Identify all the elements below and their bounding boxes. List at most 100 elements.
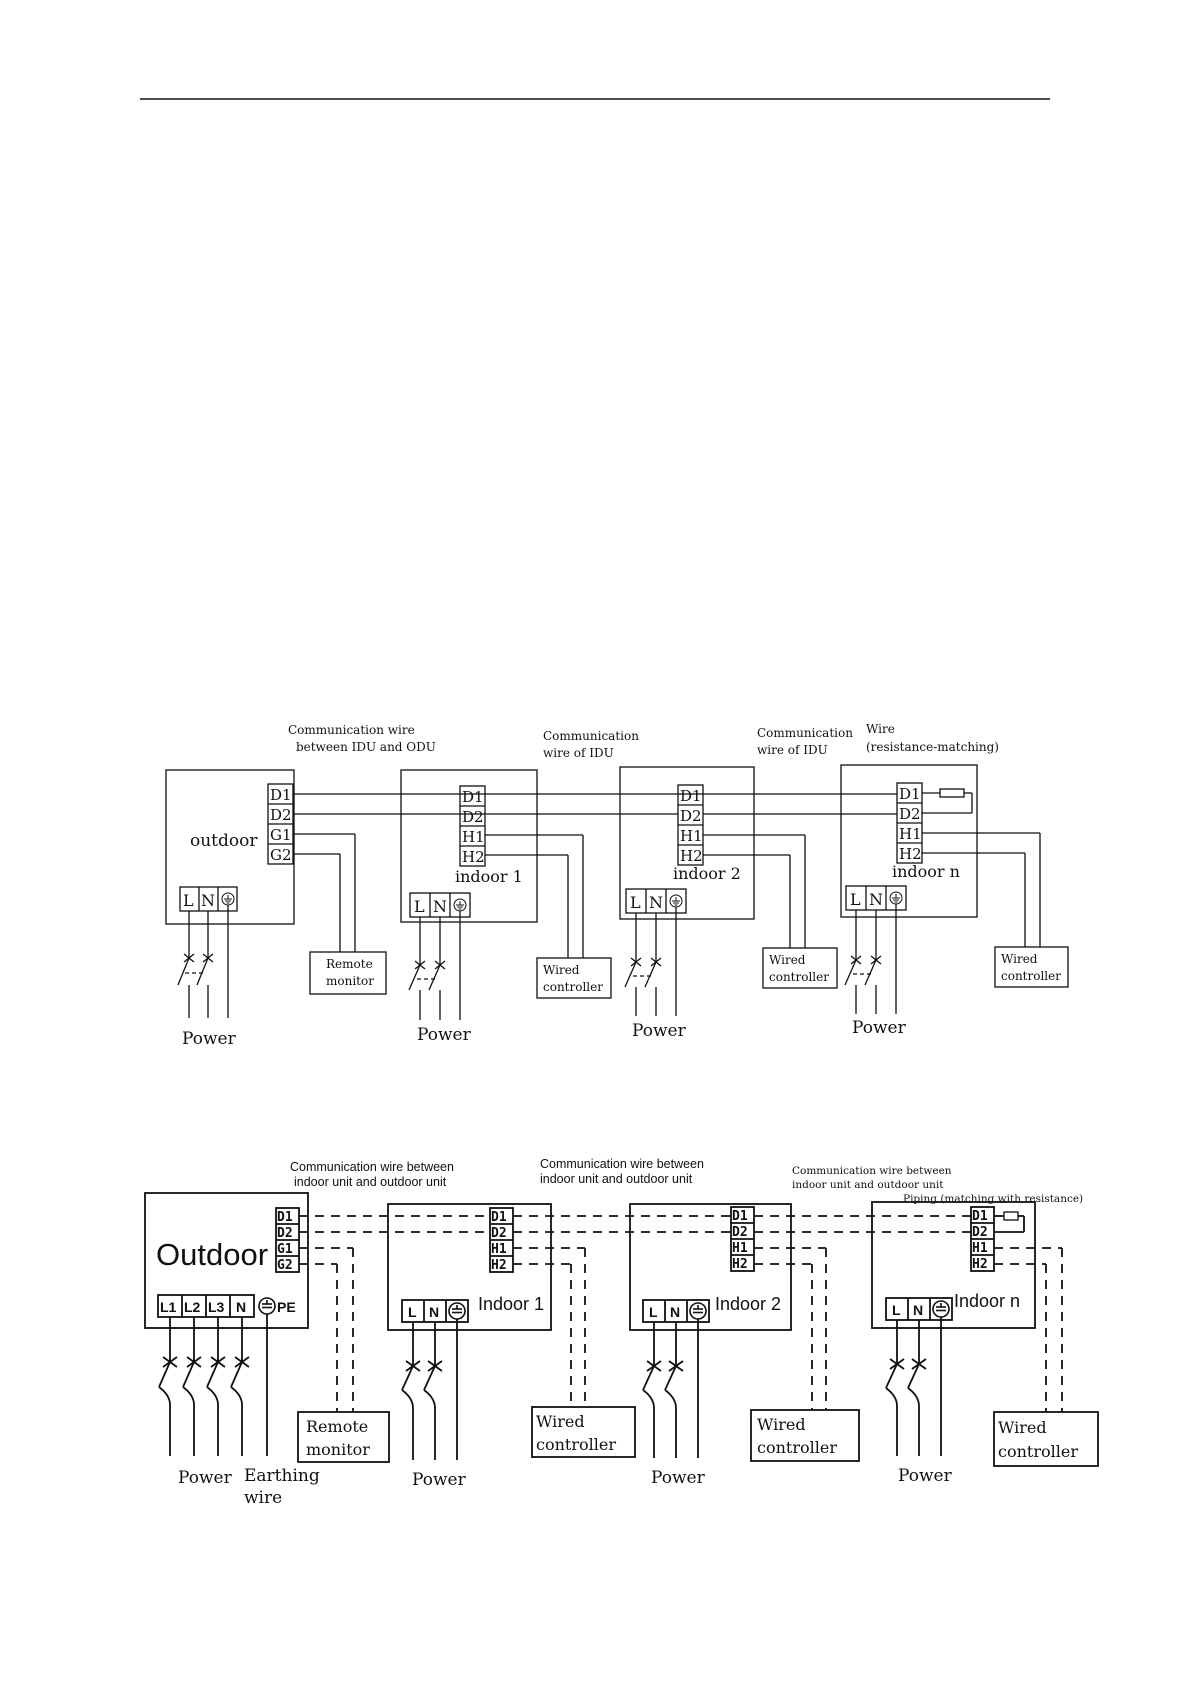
svg-text:L: L [850,890,861,909]
ground-icon [221,892,235,906]
label-comm-b-line1: Communication wire between [540,1157,704,1171]
ground-icon [669,894,683,908]
svg-text:H2: H2 [732,1257,748,1272]
diagram-2: Communication wire between indoor unit a… [144,1157,1099,1508]
diagram-1: Communication wire between IDU and ODU C… [165,722,1069,1049]
wired-controller-1-box: Wired controller [536,957,612,999]
indoor-2-power-switches [624,907,677,1016]
indoor-2-terminal-strip: D1 D2 H1 H2 [677,784,704,866]
svg-text:H1: H1 [680,827,703,845]
svg-text:controller: controller [998,1442,1078,1461]
ground-icon [448,1302,466,1320]
indoor-2-label: indoor 2 [673,864,741,883]
svg-text:H2: H2 [491,1258,507,1273]
remote-monitor-box: Remote monitor [309,951,387,995]
label-comm-idu-odu-line2: between IDU and ODU [296,740,436,754]
svg-text:H1: H1 [732,1241,748,1256]
indoor-n-power-terminals-2: L N [885,1297,953,1321]
power-label: Power [417,1025,472,1045]
svg-text:controller: controller [769,970,829,984]
outdoor-power-switches-2 [158,1314,268,1456]
svg-text:D1: D1 [680,787,702,805]
svg-text:H1: H1 [491,1242,507,1257]
svg-text:H1: H1 [462,828,485,846]
power-label: Power [412,1470,467,1490]
wired-controller-2-box: Wired controller [762,947,838,989]
svg-text:controller: controller [543,980,603,994]
matching-resistor [922,788,973,814]
svg-text:PE: PE [277,1299,296,1315]
wired-controller-n-box-2: Wired controller [993,1411,1099,1467]
label-comm-c-line2: indoor unit and outdoor unit [792,1179,944,1191]
svg-text:Wired: Wired [769,953,806,967]
ground-icon [453,898,467,912]
outdoor-label-2: Outdoor [156,1237,268,1272]
indoor-2-power-terminals: L N [625,888,687,914]
indoor-2-power-terminals-2: L N [642,1299,710,1323]
svg-text:D1: D1 [462,788,484,806]
indoor-1-label: indoor 1 [455,867,523,886]
svg-text:D2: D2 [491,1226,507,1241]
outdoor-power-switches [177,905,229,1018]
svg-text:L: L [183,891,194,910]
svg-text:N: N [236,1299,246,1315]
svg-text:H2: H2 [680,847,703,865]
svg-text:Wired: Wired [757,1415,806,1434]
label-wire-line1: Wire [866,722,895,736]
matching-resistor-2 [994,1211,1025,1233]
svg-text:N: N [201,891,215,910]
label-wire-line2: (resistance-matching) [866,740,999,754]
label-comm-idu-a-line1: Communication [543,729,639,743]
svg-text:D2: D2 [899,805,921,823]
indoor-n-power-switches [844,904,897,1014]
ground-icon [689,1302,707,1320]
label-piping: Piping (matching with resistance) [903,1193,1083,1205]
outdoor-power-terminals-2: L1 L2 L3 N PE [157,1294,296,1318]
power-label: Power [632,1021,687,1041]
svg-text:L3: L3 [208,1299,225,1315]
label-comm-idu-b-line1: Communication [757,726,853,740]
wired-controller-2-box-2: Wired controller [750,1409,860,1462]
indoor-1-power-switches [408,911,461,1020]
svg-text:L: L [649,1304,658,1320]
svg-text:controller: controller [536,1435,616,1454]
label-comm-idu-a-line2: wire of IDU [543,746,614,760]
indoor-n-label: indoor n [892,862,960,881]
ground-icon [889,891,903,905]
label-comm-idu-b-line2: wire of IDU [757,743,828,757]
svg-text:Wired: Wired [536,1412,585,1431]
svg-text:N: N [429,1304,439,1320]
wired-controller-n-box: Wired controller [994,946,1069,988]
label-comm-b-line2: indoor unit and outdoor unit [540,1172,693,1186]
svg-text:D2: D2 [732,1225,748,1240]
svg-text:D1: D1 [732,1209,748,1224]
indoor-n-power-switches-2 [885,1317,942,1456]
indoor-1-power-terminals: L N [409,892,471,918]
svg-text:D1: D1 [277,1210,293,1225]
power-label: Power [898,1466,953,1486]
svg-text:D2: D2 [462,808,484,826]
svg-text:controller: controller [757,1438,837,1457]
svg-text:Wired: Wired [1001,952,1038,966]
outdoor-unit-box [165,769,295,925]
svg-text:G1: G1 [270,826,292,844]
label-comm-a-line2: indoor unit and outdoor unit [294,1175,447,1189]
svg-text:D1: D1 [491,1210,507,1225]
ground-icon [932,1300,950,1318]
power-label: Power [852,1018,907,1038]
indoor-1-box [400,769,538,923]
power-label: Power [651,1468,706,1488]
power-label: Power [178,1468,233,1488]
svg-text:H1: H1 [899,825,922,843]
svg-text:N: N [649,893,663,912]
svg-text:D2: D2 [972,1225,988,1240]
outdoor-power-terminals: L N [179,886,238,912]
indoor-2-box [619,766,755,920]
svg-text:H1: H1 [972,1241,988,1256]
remote-monitor-box-2: Remote monitor [297,1411,390,1463]
earthing-wire-label-line1: Earthing [244,1466,320,1486]
outdoor-terminal-strip-2: D1 D2 G1 G2 [275,1207,300,1273]
outdoor-unit-box-2 [144,1192,309,1329]
label-comm-c-line1: Communication wire between [792,1165,952,1177]
